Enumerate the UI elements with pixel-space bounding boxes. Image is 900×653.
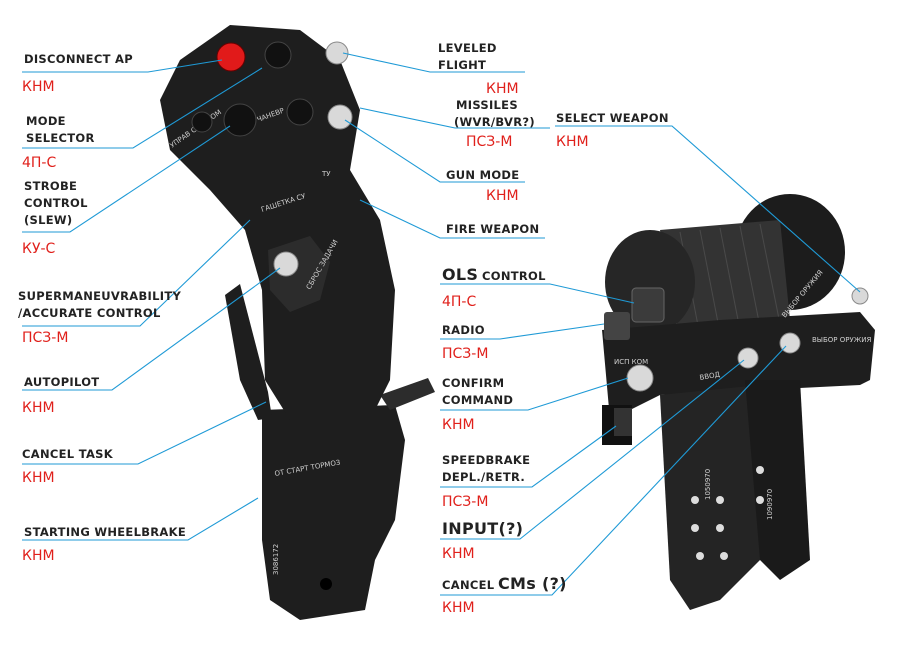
label-mode-selector: MODE SELECTOR 4П-С <box>22 114 95 171</box>
engraving-serial-left: 1050970 <box>704 469 712 500</box>
engraving-serial: 3086172 <box>272 544 280 575</box>
svg-text:COMMAND: COMMAND <box>442 393 513 407</box>
disconnect-ap-button[interactable] <box>216 42 246 72</box>
engraving-confirm: ИСП КОМ <box>614 358 648 366</box>
label-ols-control: OLS CONTROL 4П-С <box>442 265 546 310</box>
svg-text:КНМ: КНМ <box>442 600 475 616</box>
confirm-command-button[interactable] <box>626 364 654 392</box>
svg-text:КНМ: КНМ <box>486 81 519 97</box>
svg-text:CANCEL: CANCEL <box>442 578 495 592</box>
engraving-input: ВВОД <box>699 370 721 382</box>
label-radio: RADIO ПСЗ-М <box>442 323 488 362</box>
gun-mode-button[interactable] <box>327 104 353 130</box>
svg-text:STROBE: STROBE <box>24 179 77 193</box>
label-autopilot: AUTOPILOT КНМ <box>22 375 99 416</box>
engraving-tv: ТУ <box>321 170 331 178</box>
control-stick: УПРАВ СТРОБОМ ЧАНЕВР ГАШЕТКА СУ ТУ СБРОС… <box>160 25 435 620</box>
svg-text:КНМ: КНМ <box>22 400 55 416</box>
svg-text:4П-С: 4П-С <box>442 294 476 310</box>
svg-text:/ACCURATE CONTROL: /ACCURATE CONTROL <box>18 306 161 320</box>
center-labels: LEVELED FLIGHT КНМ MISSILES (WVR/BVR?) П… <box>438 41 669 236</box>
svg-text:КНМ: КНМ <box>442 417 475 433</box>
mode-selector-hat[interactable] <box>223 103 257 137</box>
svg-text:CMs (?): CMs (?) <box>498 574 567 593</box>
label-leveled-flight: LEVELED FLIGHT КНМ <box>438 41 519 97</box>
svg-text:MODE: MODE <box>26 114 66 128</box>
svg-text:КНМ: КНМ <box>556 134 589 150</box>
svg-text:OLS: OLS <box>442 265 478 284</box>
svg-text:SPEEDBRAKE: SPEEDBRAKE <box>442 453 530 467</box>
svg-text:SELECT WEAPON: SELECT WEAPON <box>556 111 669 125</box>
mount-hole <box>320 578 332 590</box>
label-cancel-cms: CANCEL CMs (?) КНМ <box>442 574 567 616</box>
svg-text:CONFIRM: CONFIRM <box>442 376 504 390</box>
label-supermaneuvrability: SUPERMANEUVRABILITY /ACCURATE CONTROL ПС… <box>18 289 181 346</box>
leveled-flight-button[interactable] <box>325 41 349 65</box>
missiles-hat[interactable] <box>286 98 314 126</box>
right-labels: OLS CONTROL 4П-С RADIO ПСЗ-М CONFIRM COM… <box>442 265 567 616</box>
svg-text:CONTROL: CONTROL <box>482 269 546 283</box>
speedbrake-switch[interactable] <box>614 408 632 436</box>
svg-text:MISSILES: MISSILES <box>456 98 518 112</box>
select-weapon-button[interactable] <box>851 287 869 305</box>
strobe-slew-knob[interactable] <box>191 111 213 133</box>
label-strobe-control: STROBE CONTROL (SLEW) КУ-С <box>22 179 88 257</box>
label-cancel-task: CANCEL TASK КНМ <box>22 447 114 486</box>
label-confirm-command: CONFIRM COMMAND КНМ <box>442 376 513 433</box>
svg-text:FLIGHT: FLIGHT <box>438 58 486 72</box>
svg-text:DISCONNECT AP: DISCONNECT AP <box>24 52 133 66</box>
svg-text:КНМ: КНМ <box>442 546 475 562</box>
svg-text:КУ-С: КУ-С <box>22 241 56 257</box>
svg-text:КНМ: КНМ <box>486 188 519 204</box>
hat-knob[interactable] <box>264 41 292 69</box>
svg-text:RADIO: RADIO <box>442 323 485 337</box>
svg-text:STARTING WHEELBRAKE: STARTING WHEELBRAKE <box>24 525 186 539</box>
svg-text:ПСЗ-М: ПСЗ-М <box>442 494 488 510</box>
svg-text:FIRE WEAPON: FIRE WEAPON <box>446 222 539 236</box>
svg-text:INPUT(?): INPUT(?) <box>442 519 523 538</box>
svg-text:ПСЗ-М: ПСЗ-М <box>442 346 488 362</box>
label-disconnect-ap: DISCONNECT AP КНМ <box>22 52 133 95</box>
label-gun-mode: GUN MODE КНМ <box>446 168 519 204</box>
radio-switch[interactable] <box>604 312 630 340</box>
svg-text:КНМ: КНМ <box>22 79 55 95</box>
leader-lines <box>22 52 861 596</box>
engraving-select-weapon: ВЫБОР ОРУЖИЯ <box>812 336 872 344</box>
svg-text:AUTOPILOT: AUTOPILOT <box>24 375 99 389</box>
label-starting-wheelbrake: STARTING WHEELBRAKE КНМ <box>22 525 186 564</box>
svg-text:CONTROL: CONTROL <box>24 196 88 210</box>
input-button[interactable] <box>737 347 759 369</box>
throttle-unit: ВЫБОР ОРУЖИЯ ВЫБОР ОРУЖИЯ ВВОД ИСП КОМ 1… <box>602 194 875 610</box>
autopilot-button[interactable] <box>273 251 299 277</box>
svg-text:ПСЗ-М: ПСЗ-М <box>22 330 68 346</box>
engraving-serial-right: 1090970 <box>766 489 774 520</box>
ols-control-hat[interactable] <box>631 287 665 323</box>
svg-text:SUPERMANEUVRABILITY: SUPERMANEUVRABILITY <box>18 289 181 303</box>
label-missiles: MISSILES (WVR/BVR?) ПСЗ-М <box>454 98 535 150</box>
left-labels: DISCONNECT AP КНМ MODE SELECTOR 4П-С STR… <box>18 52 186 564</box>
svg-text:(WVR/BVR?): (WVR/BVR?) <box>454 115 535 129</box>
cancel-cms-button[interactable] <box>779 332 801 354</box>
svg-text:4П-С: 4П-С <box>22 155 56 171</box>
label-input: INPUT(?) КНМ <box>442 519 523 562</box>
svg-text:GUN MODE: GUN MODE <box>446 168 519 182</box>
svg-text:КНМ: КНМ <box>22 548 55 564</box>
label-speedbrake: SPEEDBRAKE DEPL./RETR. ПСЗ-М <box>442 453 530 510</box>
svg-text:SELECTOR: SELECTOR <box>26 131 95 145</box>
svg-text:ПСЗ-М: ПСЗ-М <box>466 134 512 150</box>
svg-text:DEPL./RETR.: DEPL./RETR. <box>442 470 525 484</box>
label-fire-weapon: FIRE WEAPON <box>446 222 539 236</box>
svg-text:LEVELED: LEVELED <box>438 41 497 55</box>
svg-text:КНМ: КНМ <box>22 470 55 486</box>
svg-text:CANCEL TASK: CANCEL TASK <box>22 447 114 461</box>
label-select-weapon: SELECT WEAPON КНМ <box>556 111 669 150</box>
svg-text:(SLEW): (SLEW) <box>24 213 72 227</box>
